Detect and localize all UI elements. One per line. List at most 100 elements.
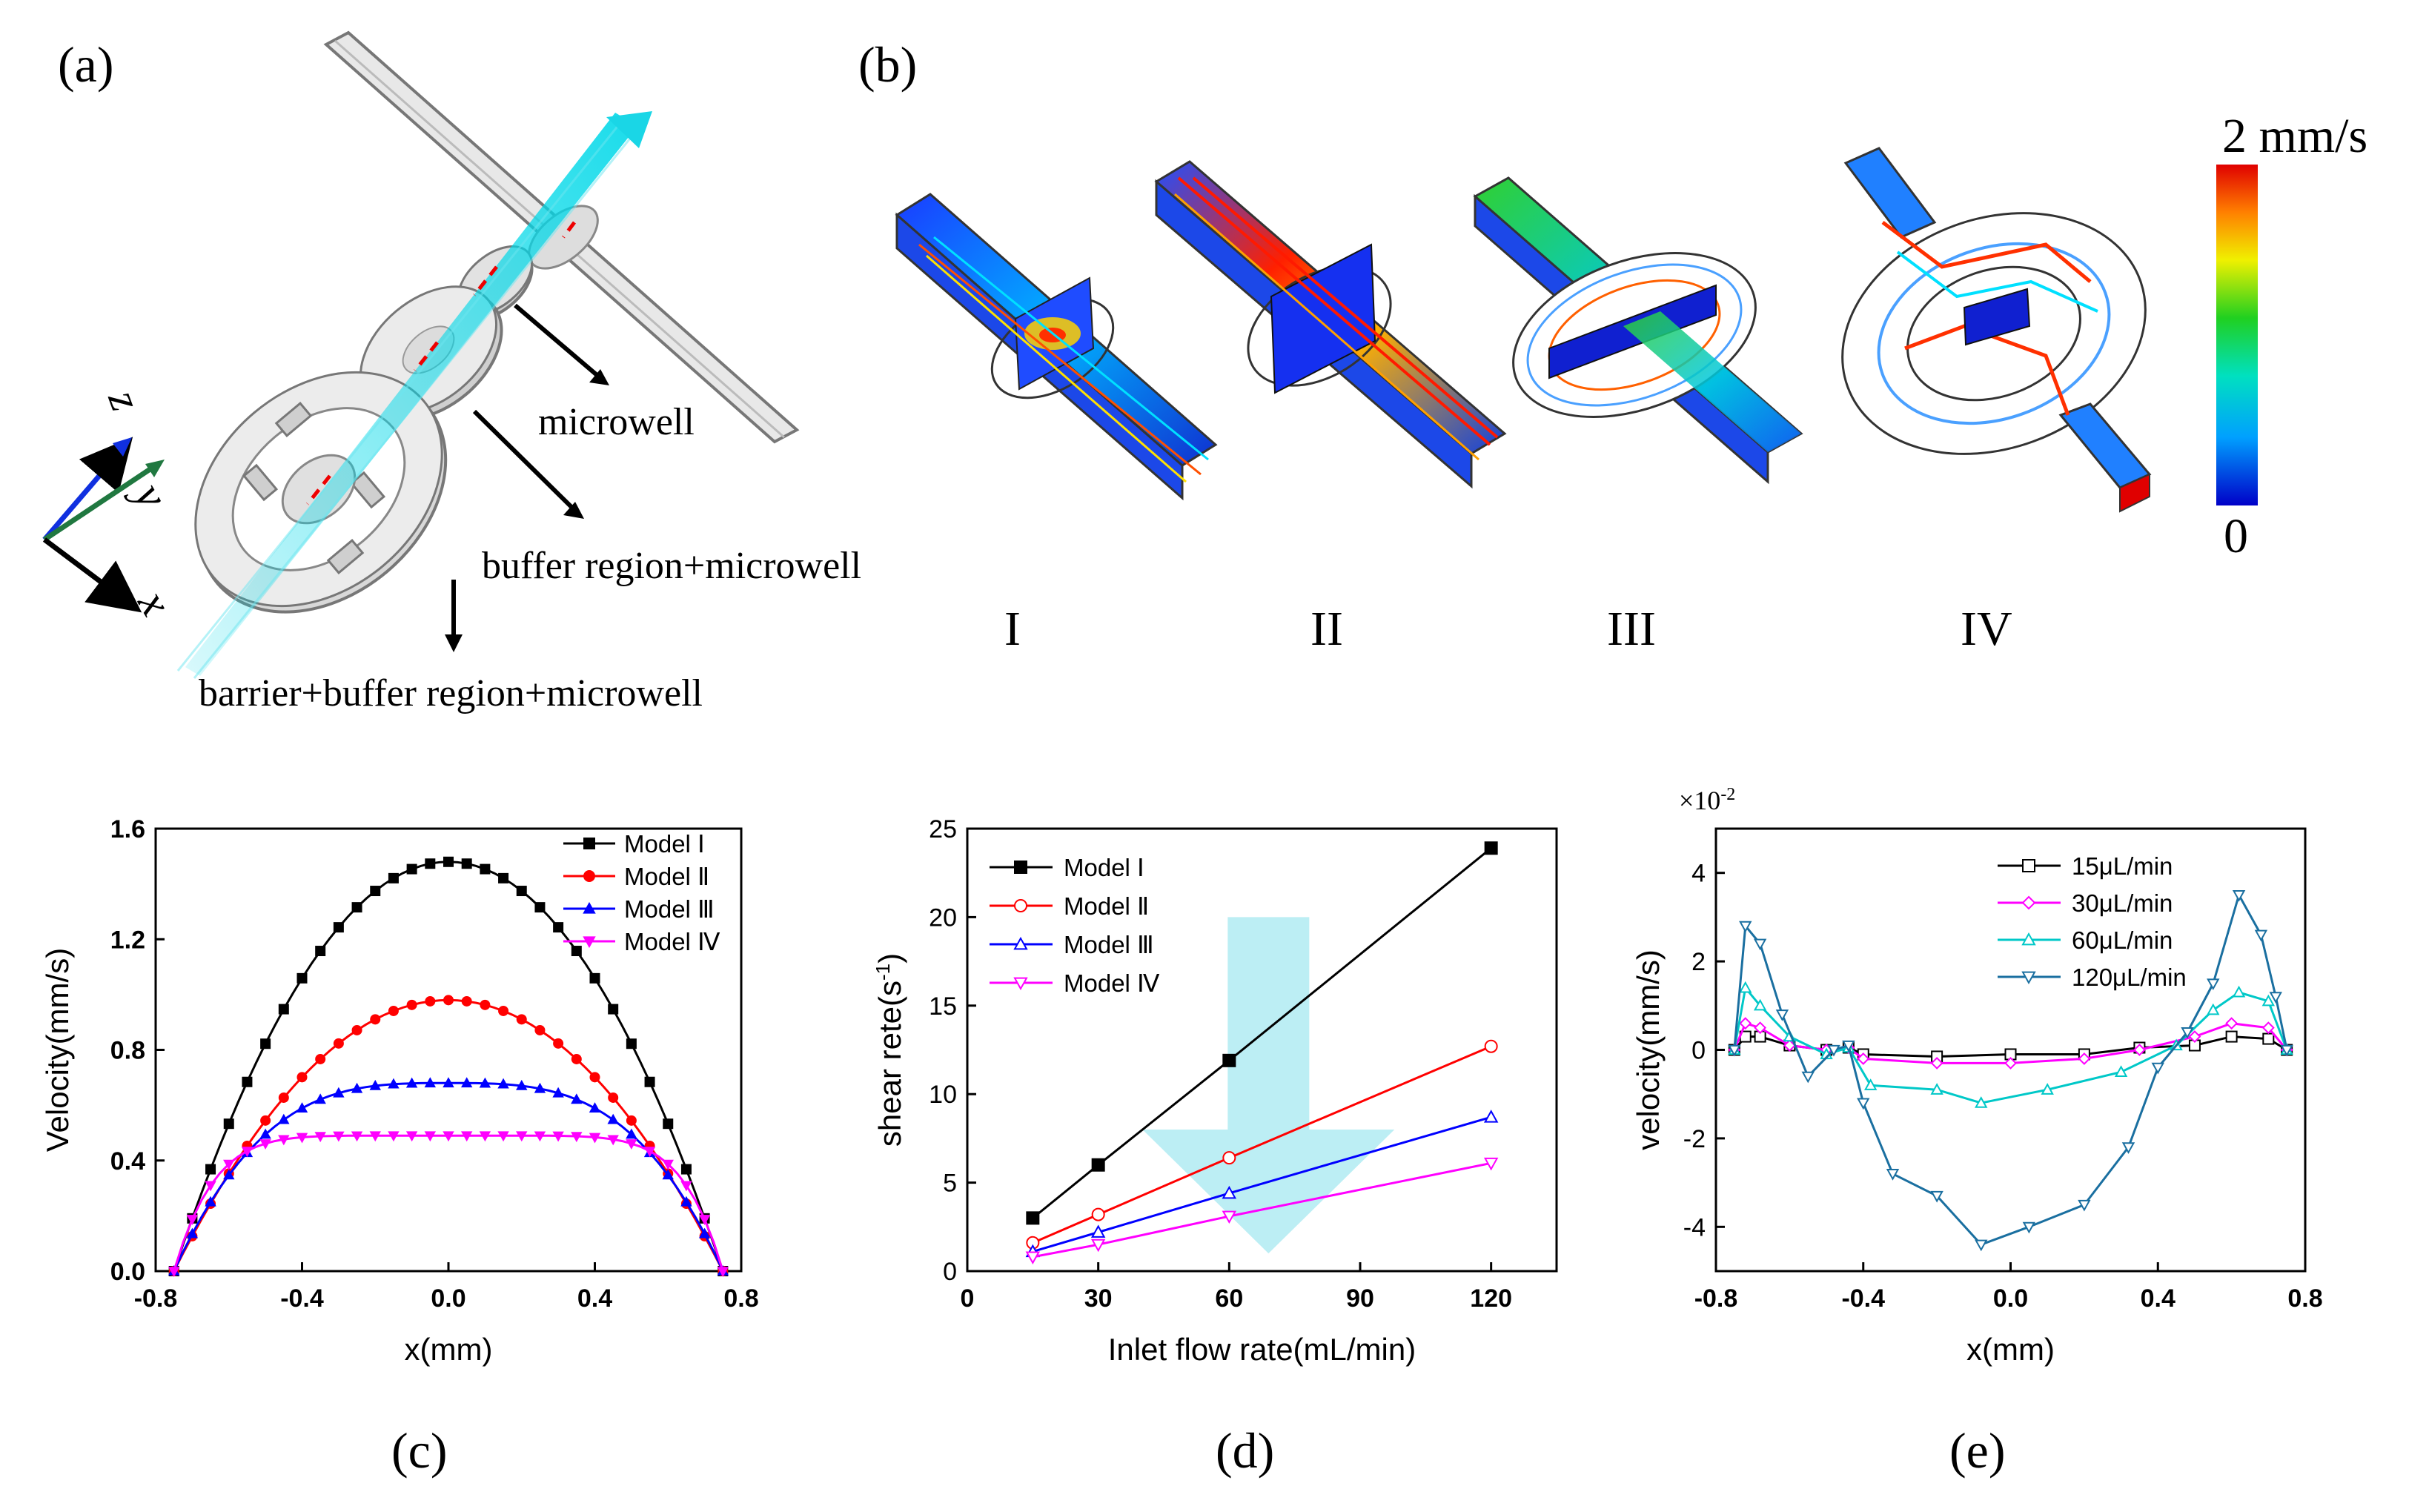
data-point — [479, 1131, 491, 1142]
data-point — [553, 922, 564, 933]
legend-marker — [583, 870, 595, 882]
series-line — [173, 1081, 724, 1272]
data-point — [405, 1131, 418, 1142]
data-point — [571, 1053, 582, 1064]
flow-beam — [176, 111, 652, 679]
data-point — [680, 1181, 692, 1192]
annotation-arrow — [1142, 917, 1395, 1254]
data-point — [2041, 1083, 2054, 1095]
data-point — [186, 1215, 199, 1226]
data-point — [2078, 1199, 2091, 1212]
data-point — [2261, 1021, 2275, 1035]
data-point — [607, 1135, 619, 1146]
model-label-1: I — [1004, 602, 1021, 656]
data-point — [443, 1131, 454, 1142]
data-point — [1886, 1169, 1900, 1181]
x-tick-label: -0.4 — [280, 1284, 324, 1313]
data-point — [461, 858, 472, 869]
data-point — [2232, 985, 2246, 998]
panel-label-c: (c) — [391, 1422, 447, 1479]
data-point — [351, 1024, 362, 1035]
y-tick-label: 1.2 — [110, 926, 145, 954]
data-point — [2262, 1032, 2275, 1045]
legend-label: Model Ⅱ — [624, 863, 709, 890]
data-point — [443, 1077, 454, 1088]
data-point — [2121, 1142, 2135, 1154]
data-point — [1222, 1053, 1236, 1067]
series-line — [173, 1134, 724, 1272]
data-point — [2114, 1065, 2128, 1077]
data-point — [351, 1131, 363, 1142]
x-tick-label: 60 — [1215, 1284, 1243, 1313]
series-line — [1032, 1115, 1492, 1253]
data-point — [1739, 921, 1752, 933]
data-point — [644, 1076, 655, 1087]
x-tick-label: 0.4 — [2141, 1284, 2176, 1313]
data-point — [2022, 1221, 2036, 1234]
data-point — [1090, 1239, 1106, 1253]
legend-marker — [1014, 861, 1027, 874]
data-point — [1857, 1052, 1870, 1065]
data-point — [333, 1131, 345, 1142]
data-point — [370, 886, 381, 897]
data-point — [443, 856, 454, 867]
data-point — [498, 872, 509, 883]
data-point — [1739, 1017, 1752, 1030]
y-tick-label: 10 — [929, 1081, 957, 1109]
y-tick-label: 25 — [929, 815, 957, 843]
data-point — [480, 863, 491, 875]
data-point — [333, 1087, 345, 1098]
data-point — [552, 1131, 564, 1142]
y-tick-label: 1.6 — [110, 815, 145, 843]
series-c-3 — [168, 1077, 729, 1276]
series-c-4 — [168, 1131, 729, 1278]
data-point — [1930, 1056, 1943, 1070]
data-point — [1025, 1251, 1041, 1264]
data-point — [497, 1131, 509, 1142]
data-point — [608, 1004, 619, 1015]
data-point — [1754, 1021, 1767, 1035]
colorbar-gradient — [2216, 165, 2258, 505]
legend-marker — [2022, 859, 2035, 872]
legend-label: 60μL/min — [2072, 926, 2173, 954]
series-e-4 — [1728, 889, 2293, 1252]
data-point — [2225, 1030, 2238, 1043]
data-point — [534, 1082, 546, 1093]
data-point — [461, 995, 472, 1007]
arrow-shape — [1142, 917, 1395, 1254]
data-point — [498, 1005, 509, 1016]
data-point — [406, 863, 417, 875]
data-point — [223, 1159, 235, 1170]
x-tick-label: 0.4 — [577, 1284, 612, 1313]
data-point — [1026, 1211, 1040, 1225]
legend-marker — [583, 838, 595, 849]
data-point — [1483, 1157, 1499, 1171]
axis-y-label: y — [123, 471, 178, 517]
data-point — [2181, 1027, 2194, 1039]
panel-label-a: (a) — [58, 36, 113, 93]
data-point — [717, 1267, 729, 1278]
data-point — [626, 1128, 637, 1139]
data-point — [425, 995, 436, 1007]
sim-model-2 — [1154, 160, 1507, 489]
data-point — [480, 999, 491, 1010]
data-point — [259, 1128, 271, 1139]
data-point — [516, 1014, 527, 1025]
data-point — [1091, 1207, 1105, 1221]
data-point — [497, 1078, 509, 1089]
x-tick-label: 120 — [1470, 1284, 1512, 1313]
data-point — [405, 1077, 418, 1088]
legend-label: Model Ⅲ — [624, 895, 715, 923]
data-point — [626, 1115, 637, 1126]
data-point — [2225, 1017, 2239, 1030]
x-tick-label: 0.8 — [2287, 1284, 2322, 1313]
y-tick-label: 0.0 — [110, 1258, 145, 1286]
data-point — [1775, 1009, 1789, 1021]
data-point — [314, 1093, 326, 1104]
data-point — [443, 995, 454, 1006]
data-point — [2004, 1056, 2017, 1070]
data-point — [223, 1118, 234, 1130]
data-point — [553, 1038, 564, 1049]
